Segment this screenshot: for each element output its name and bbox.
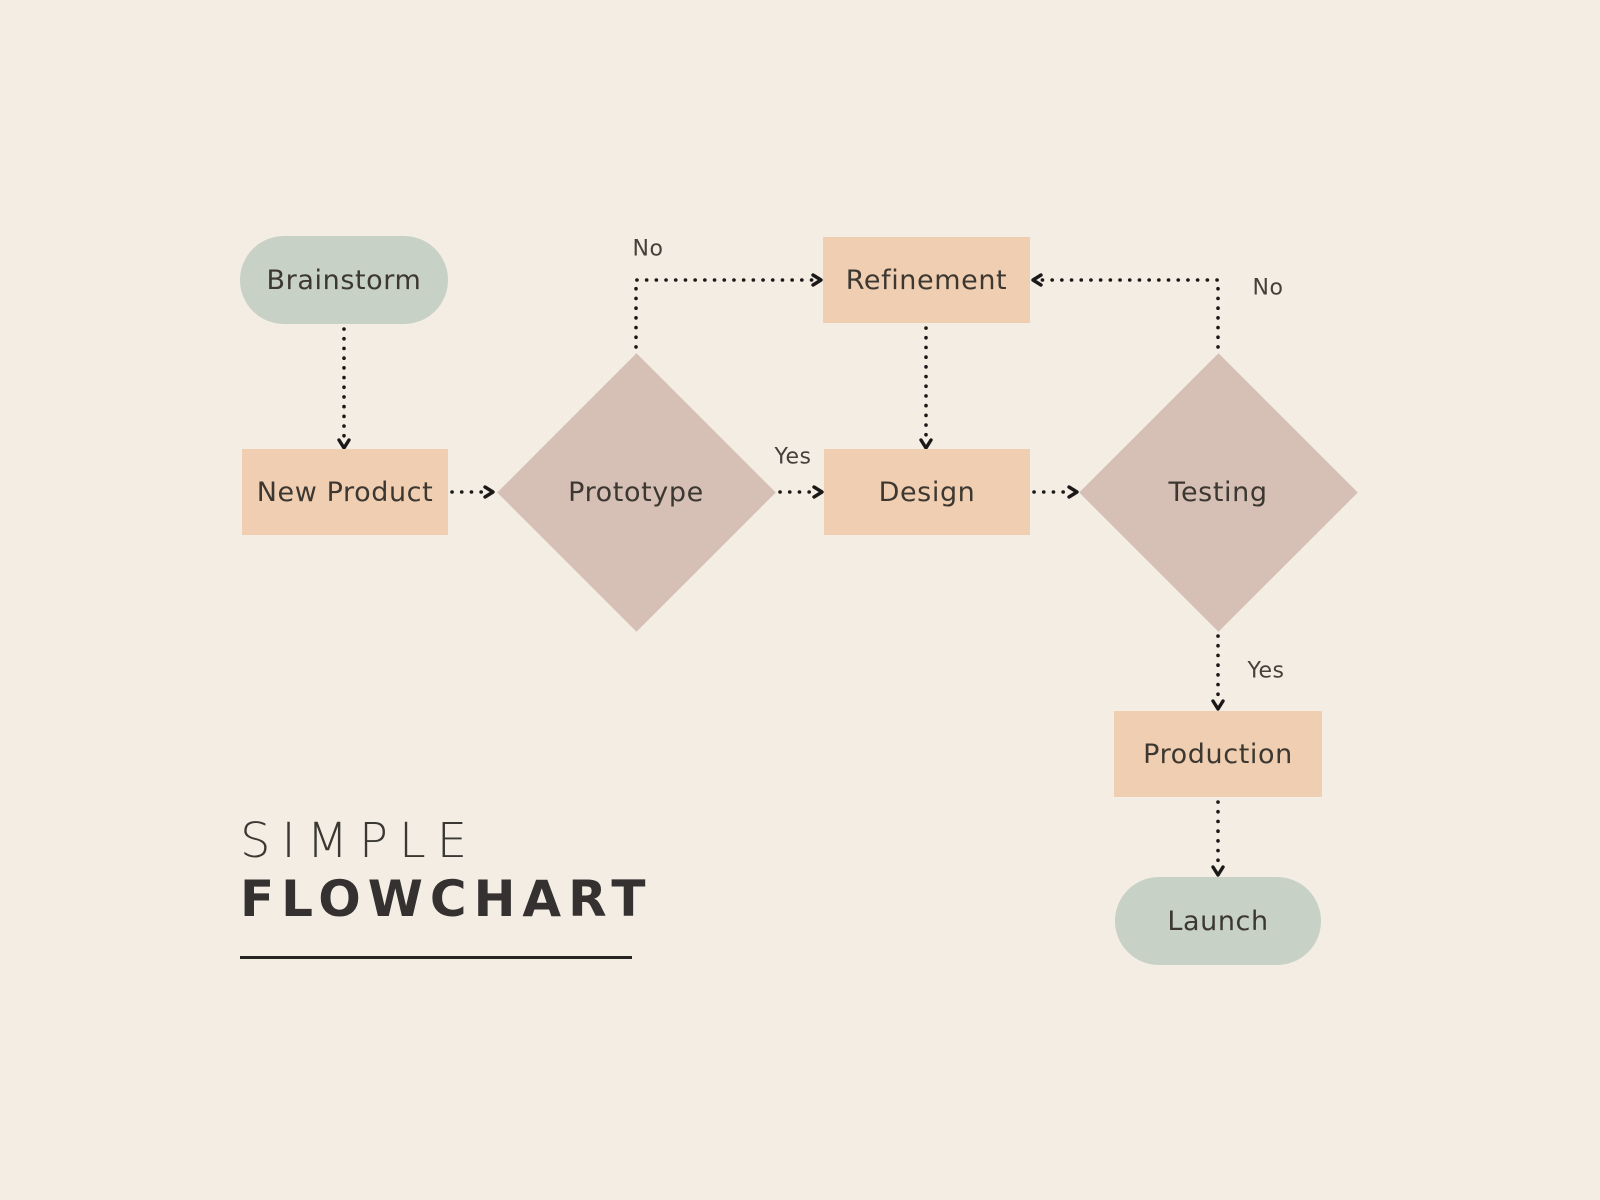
chart-title-line2: FLOWCHART [240,869,653,928]
node-brainstorm: Brainstorm [240,236,448,324]
title-underline [240,956,632,959]
node-refinement-label: Refinement [845,264,1008,296]
chart-title: SIMPLE FLOWCHART [240,813,653,928]
connector-prototype-to-refinement [634,273,823,349]
node-new-product-label: New Product [256,476,434,508]
node-design-label: Design [878,476,976,508]
node-new-product: New Product [242,449,448,535]
edge-label-prototype-yes: Yes [774,444,812,470]
node-refinement: Refinement [823,237,1030,323]
node-testing-label: Testing [1168,476,1268,508]
node-launch-label: Launch [1167,905,1269,937]
node-launch: Launch [1115,877,1321,965]
node-prototype-label: Prototype [568,476,704,508]
edge-label-testing-no: No [1252,275,1284,301]
chart-title-line1: SIMPLE [240,813,479,869]
node-production: Production [1114,711,1322,797]
connector-testing-to-refinement [1031,273,1220,349]
node-brainstorm-label: Brainstorm [266,264,422,296]
node-production-label: Production [1143,738,1293,770]
edge-label-prototype-no: No [632,236,664,262]
edge-label-testing-yes: Yes [1247,658,1285,684]
node-design: Design [824,449,1030,535]
